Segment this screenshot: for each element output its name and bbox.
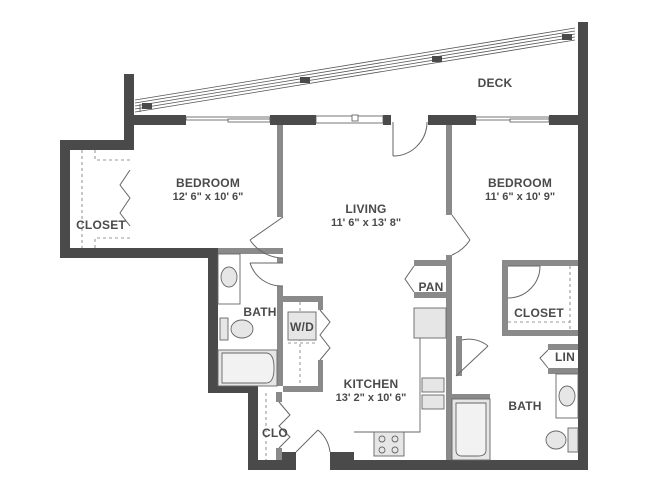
room-label-deck: DECK — [470, 76, 520, 90]
room-name: CLOSET — [514, 306, 564, 320]
room-label-closet-right: CLOSET — [508, 306, 570, 320]
room-name: PAN — [418, 280, 444, 294]
room-dimensions: 12' 6" x 10' 6" — [172, 191, 244, 203]
deck-railing — [134, 27, 576, 113]
room-label-bath-left: BATH — [238, 305, 282, 319]
deck-posts — [142, 34, 572, 109]
room-name: BEDROOM — [487, 176, 553, 190]
room-label-wd: W/D — [288, 320, 316, 334]
room-dimensions: 11' 6" x 13' 8" — [330, 217, 402, 229]
room-dimensions: 11' 6" x 10' 9" — [484, 191, 556, 203]
room-name: LIVING — [345, 202, 387, 216]
exterior-walls — [60, 22, 588, 470]
room-label-clo: CLO — [258, 426, 292, 440]
room-label-bath-right: BATH — [500, 399, 550, 413]
room-name: CLO — [262, 426, 288, 440]
room-label-bedroom-right: BEDROOM 11' 6" x 10' 9" — [460, 176, 580, 204]
room-name: BEDROOM — [175, 176, 241, 190]
room-label-closet-left: CLOSET — [72, 218, 130, 232]
door-swings — [119, 121, 549, 453]
room-label-kitchen: KITCHEN 13' 2" x 10' 6" — [316, 377, 426, 405]
room-name: CLOSET — [76, 218, 126, 232]
fixtures — [217, 253, 579, 461]
room-name: DECK — [477, 76, 513, 90]
room-name: BATH — [508, 399, 542, 413]
interior-walls — [218, 125, 578, 460]
room-name: KITCHEN — [343, 377, 399, 391]
room-label-bedroom-left: BEDROOM 12' 6" x 10' 6" — [148, 176, 268, 204]
room-name: LIN — [555, 350, 575, 364]
room-name: BATH — [243, 305, 277, 319]
room-name: W/D — [290, 320, 314, 334]
room-label-linen: LIN — [552, 350, 578, 364]
sliding-doors — [185, 114, 550, 124]
room-dimensions: 13' 2" x 10' 6" — [335, 392, 407, 404]
room-label-living: LIVING 11' 6" x 13' 8" — [306, 202, 426, 230]
room-label-pantry: PAN — [416, 280, 446, 294]
